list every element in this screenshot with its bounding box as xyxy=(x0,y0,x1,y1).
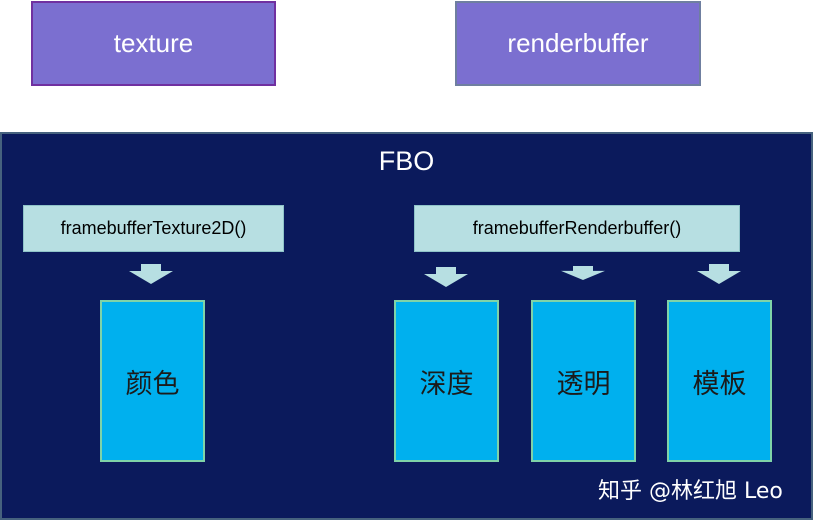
color-attachment-box: 颜色 xyxy=(100,300,205,462)
down-arrow-icon xyxy=(424,267,468,287)
alpha-attachment-box: 透明 xyxy=(531,300,636,462)
renderbuffer-label: renderbuffer xyxy=(507,28,649,58)
framebuffer-texture-box: framebufferTexture2D() xyxy=(23,205,284,252)
alpha-attachment-label: 透明 xyxy=(556,368,611,400)
texture-box: texture xyxy=(31,1,276,86)
color-attachment-label: 颜色 xyxy=(125,368,180,400)
stencil-attachment-box: 模板 xyxy=(667,300,772,462)
down-arrow-icon xyxy=(561,266,605,280)
depth-attachment-box: 深度 xyxy=(394,300,499,462)
stencil-attachment-label: 模板 xyxy=(692,368,747,400)
framebuffer-renderbuffer-label: framebufferRenderbuffer() xyxy=(472,218,682,238)
framebuffer-texture-label: framebufferTexture2D() xyxy=(60,218,247,238)
framebuffer-renderbuffer-box: framebufferRenderbuffer() xyxy=(414,205,740,252)
fbo-title: FBO xyxy=(378,146,435,176)
down-arrow-icon xyxy=(129,264,173,284)
watermark: 知乎 @林红旭 Leo xyxy=(598,479,783,504)
renderbuffer-box: renderbuffer xyxy=(455,1,701,86)
texture-label: texture xyxy=(113,28,194,58)
depth-attachment-label: 深度 xyxy=(419,368,474,400)
down-arrow-icon xyxy=(697,264,741,284)
